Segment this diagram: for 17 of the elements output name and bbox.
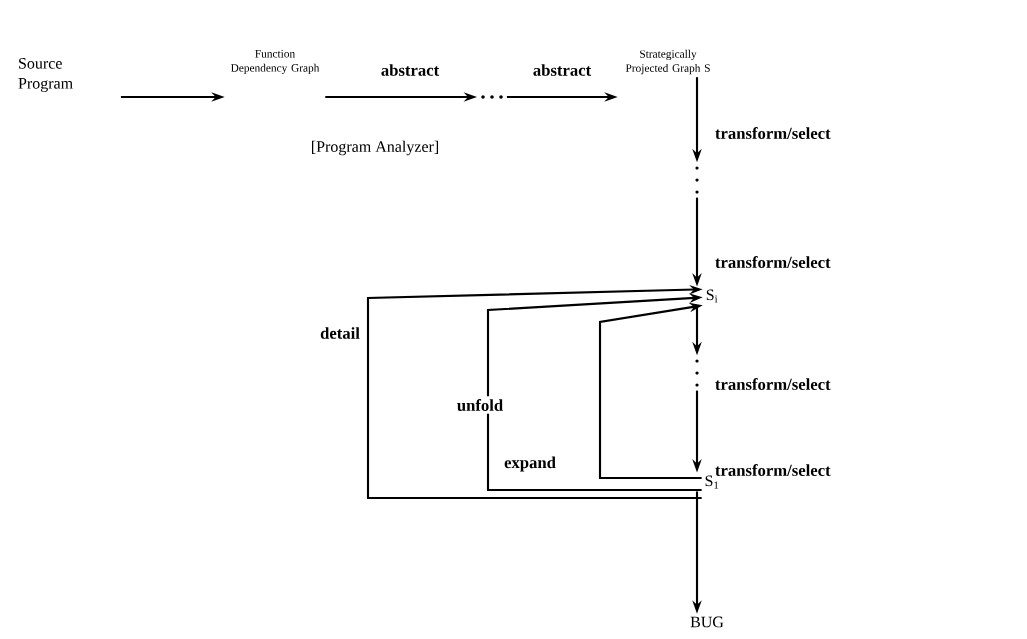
edge-label: detail <box>317 324 363 342</box>
edge-label: transform/select <box>712 375 834 393</box>
source-label: Source Program <box>18 57 73 92</box>
edge-label: abstract <box>378 61 442 79</box>
edge-label: expand <box>501 453 559 475</box>
result-label: BUG <box>690 616 724 628</box>
edge-label: transform/select <box>712 253 834 271</box>
ellipsis-dots <box>481 95 503 99</box>
graph-label: Strategically Projected Graph S <box>625 49 710 75</box>
graph-label: S$_{i}$ <box>706 289 718 303</box>
edge-label: transform/select <box>712 124 834 142</box>
ellipsis-dots <box>695 166 699 194</box>
edge-label: abstract <box>530 61 594 79</box>
edge-label: unfold <box>454 396 506 414</box>
graph-label: Function Dependency Graph <box>230 49 320 75</box>
note-label: [Program Analyzer] <box>312 140 438 156</box>
ellipsis-dots <box>695 359 699 387</box>
